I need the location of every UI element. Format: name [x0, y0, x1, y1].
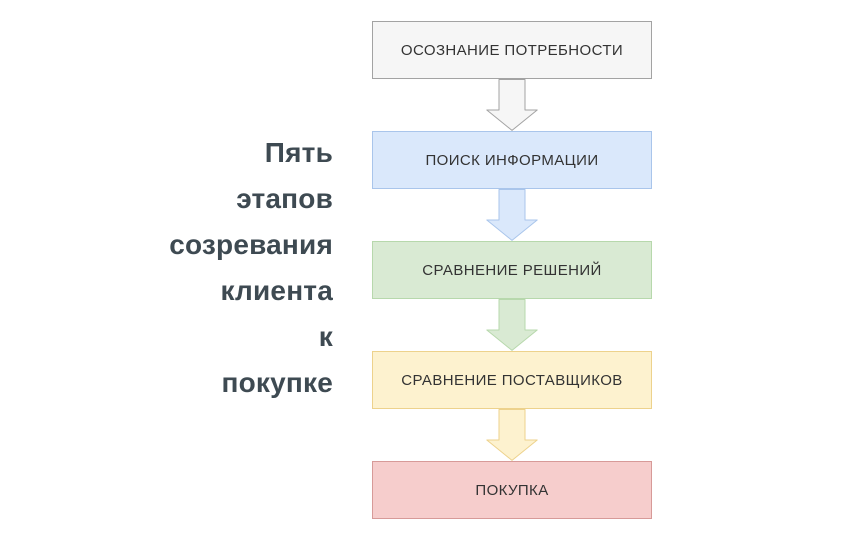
- step-label: ПОИСК ИНФОРМАЦИИ: [425, 151, 599, 169]
- title-line: клиента: [220, 275, 333, 306]
- title-line: покупке: [221, 367, 333, 398]
- down-arrow-connector: [486, 79, 538, 131]
- title-line: созревания: [169, 229, 333, 260]
- diagram-title: Пять этапов созревания клиента к покупке: [0, 130, 333, 406]
- step-solution-comparison-box: СРАВНЕНИЕ РЕШЕНИЙ: [372, 241, 652, 299]
- title-line: этапов: [236, 183, 333, 214]
- arrow-shape: [486, 189, 538, 241]
- down-arrow-connector: [486, 299, 538, 351]
- step-label: ОСОЗНАНИЕ ПОТРЕБНОСТИ: [400, 41, 624, 59]
- arrow-shape: [486, 79, 538, 131]
- arrow-shape: [486, 299, 538, 351]
- step-information-search-box: ПОИСК ИНФОРМАЦИИ: [372, 131, 652, 189]
- step-purchase-box: ПОКУПКА: [372, 461, 652, 519]
- title-line: к: [318, 321, 333, 352]
- step-vendor-comparison-box: СРАВНЕНИЕ ПОСТАВЩИКОВ: [372, 351, 652, 409]
- step-label: СРАВНЕНИЕ РЕШЕНИЙ: [422, 261, 602, 279]
- arrow-shape: [486, 409, 538, 461]
- down-arrow-connector: [486, 409, 538, 461]
- step-label: СРАВНЕНИЕ ПОСТАВЩИКОВ: [401, 371, 623, 389]
- down-arrow-connector: [486, 189, 538, 241]
- step-label: ПОКУПКА: [475, 481, 549, 499]
- step-need-recognition-box: ОСОЗНАНИЕ ПОТРЕБНОСТИ: [372, 21, 652, 79]
- title-line: Пять: [264, 137, 333, 168]
